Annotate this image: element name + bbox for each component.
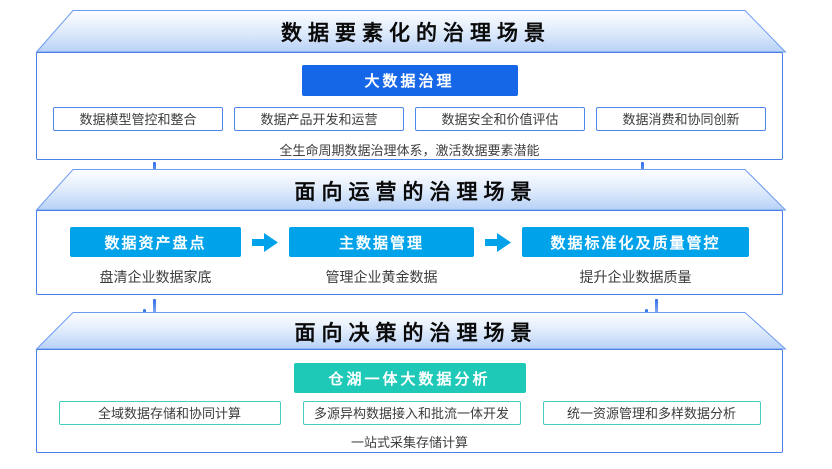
layer2-steps-row: 数据资产盘点 盘清企业数据家底 主数据管理 管理企业黄金数据 数据标准化及质量管…: [37, 227, 782, 287]
step-pill: 数据标准化及质量管控: [522, 227, 749, 257]
layer3-capability-row: 全域数据存储和协同计算 多源异构数据接入和批流一体开发 统一资源管理和多样数据分…: [37, 401, 782, 425]
layer2-platform-top: [35, 169, 787, 211]
layer3-platform-top: [35, 312, 787, 350]
capability-box: 数据产品开发和运营: [234, 107, 404, 131]
step-master-data-management: 主数据管理 管理企业黄金数据: [289, 227, 474, 287]
step-pill: 主数据管理: [289, 227, 474, 257]
step-pill: 数据资产盘点: [70, 227, 241, 257]
layer3-body: 仓湖一体大数据分析 全域数据存储和协同计算 多源异构数据接入和批流一体开发 统一…: [36, 349, 783, 453]
capability-box: 统一资源管理和多样数据分析: [542, 401, 761, 425]
layer2-body: 数据资产盘点 盘清企业数据家底 主数据管理 管理企业黄金数据 数据标准化及质量管…: [36, 210, 783, 295]
arrow-right-icon: [485, 233, 511, 257]
layer1-subtitle: 全生命周期数据治理体系，激活数据要素潜能: [279, 143, 540, 158]
layer1-title: 数据要素化的治理场景: [281, 22, 551, 45]
capability-box: 数据安全和价值评估: [415, 107, 585, 131]
arrow-right-icon: [252, 233, 278, 257]
capability-box: 多源异构数据接入和批流一体开发: [302, 401, 521, 425]
layer3-subtitle: 一站式采集存储计算: [350, 435, 468, 450]
layer1-body: 大数据治理 数据模型管控和整合 数据产品开发和运营 数据安全和价值评估 数据消费…: [36, 52, 783, 160]
layer2-title: 面向运营的治理场景: [294, 181, 538, 204]
capability-box: 全域数据存储和协同计算: [58, 401, 281, 425]
step-data-standardization: 数据标准化及质量管控 提升企业数据质量: [522, 227, 749, 287]
layer1-platform-top: [35, 10, 787, 53]
step-caption: 提升企业数据质量: [579, 269, 692, 285]
capability-box: 数据模型管控和整合: [53, 107, 223, 131]
lakehouse-analytics-pill: 仓湖一体大数据分析: [293, 363, 526, 393]
big-data-governance-pill: 大数据治理: [301, 65, 518, 96]
layer1-capability-row: 数据模型管控和整合 数据产品开发和运营 数据安全和价值评估 数据消费和协同创新: [37, 107, 782, 131]
step-data-asset-inventory: 数据资产盘点 盘清企业数据家底: [70, 227, 241, 287]
layer3-title: 面向决策的治理场景: [294, 322, 538, 345]
step-caption: 盘清企业数据家底: [99, 269, 212, 285]
step-caption: 管理企业黄金数据: [325, 269, 438, 285]
capability-box: 数据消费和协同创新: [596, 107, 766, 131]
